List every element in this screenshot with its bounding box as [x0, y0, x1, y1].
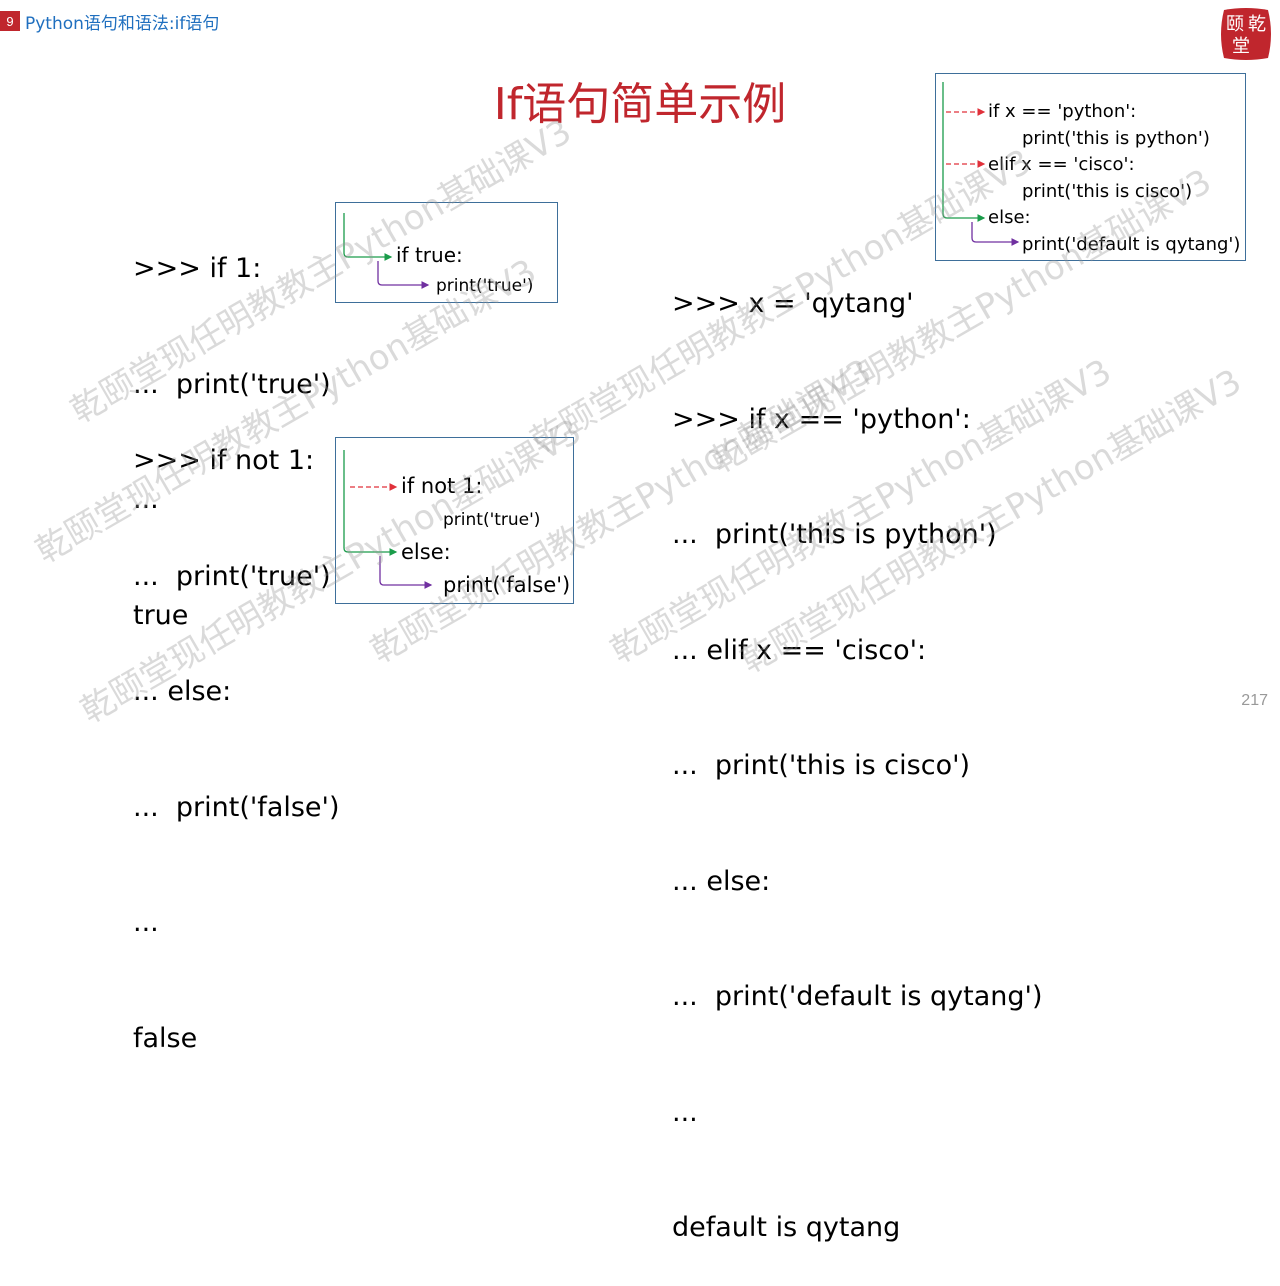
code-line: ... print('true') [133, 368, 331, 400]
flow-diagram-if-not-else: if not 1: print('true') else: print('fal… [335, 437, 574, 604]
example1-code: >>> if 1: ... print('true') ... true [133, 173, 331, 674]
chapter-header: 9 Python语句和语法:if语句 [0, 10, 220, 34]
code-line: ... elif x == 'cisco': [672, 634, 927, 666]
svg-text:堂: 堂 [1232, 36, 1250, 57]
box-line: print('this is cisco') [1022, 181, 1193, 202]
code-line: >>> x = 'qytang' [672, 288, 914, 319]
flow-diagram-if-true: if true: print('true') [335, 202, 558, 303]
flow-arrows [343, 213, 430, 289]
box-line: print('false') [443, 573, 571, 597]
example2-code: >>> if not 1: ... print('true') ... else… [133, 365, 340, 1097]
code-line: ... print('true') [133, 560, 331, 592]
code-line: ... print('false') [133, 791, 340, 823]
code-line: ... print('default is qytang') [672, 981, 1043, 1012]
code-line: >>> if not 1: [133, 445, 315, 476]
box-line: if x == 'python': [988, 101, 1137, 122]
box-line: else: [401, 540, 451, 564]
chapter-title: Python语句和语法:if语句 [25, 13, 220, 34]
code-line: default is qytang [672, 1212, 901, 1243]
svg-text:颐: 颐 [1226, 14, 1244, 35]
page-number: 217 [1241, 692, 1268, 709]
example3-code: >>> x = 'qytang' >>> if x == 'python': .… [672, 208, 1043, 1286]
box-line: else: [988, 207, 1031, 228]
chapter-number-badge: 9 [0, 11, 20, 31]
box-line: print('true') [443, 510, 541, 530]
code-line: >>> if x == 'python': [672, 403, 971, 435]
box-line: print('default is qytang') [1022, 234, 1241, 255]
box-line: if true: [396, 243, 463, 267]
box-line: elif x == 'cisco': [988, 154, 1135, 175]
flow-arrows [343, 450, 433, 589]
svg-text:乾: 乾 [1248, 14, 1266, 35]
flow-diagram-if-elif-else: if x == 'python': print('this is python'… [935, 73, 1246, 261]
code-line: ... print('this is python') [672, 519, 997, 550]
box-line: print('this is python') [1022, 128, 1210, 149]
slide-title: If语句简单示例 [493, 79, 787, 130]
code-line: true [133, 599, 189, 631]
box-line: if not 1: [401, 474, 483, 498]
box-line: print('true') [436, 276, 534, 296]
flow-arrows [942, 82, 1020, 246]
code-line: ... else: [672, 865, 771, 897]
code-line: ... print('this is cisco') [672, 750, 971, 781]
code-line: ... [133, 484, 159, 515]
code-line: false [133, 1022, 198, 1054]
code-line: ... [133, 907, 159, 938]
qytang-seal-logo: 颐 乾 堂 [1218, 6, 1274, 62]
code-line: ... else: [133, 676, 232, 707]
code-line: ... [672, 1096, 698, 1128]
code-line: >>> if 1: [133, 253, 262, 284]
